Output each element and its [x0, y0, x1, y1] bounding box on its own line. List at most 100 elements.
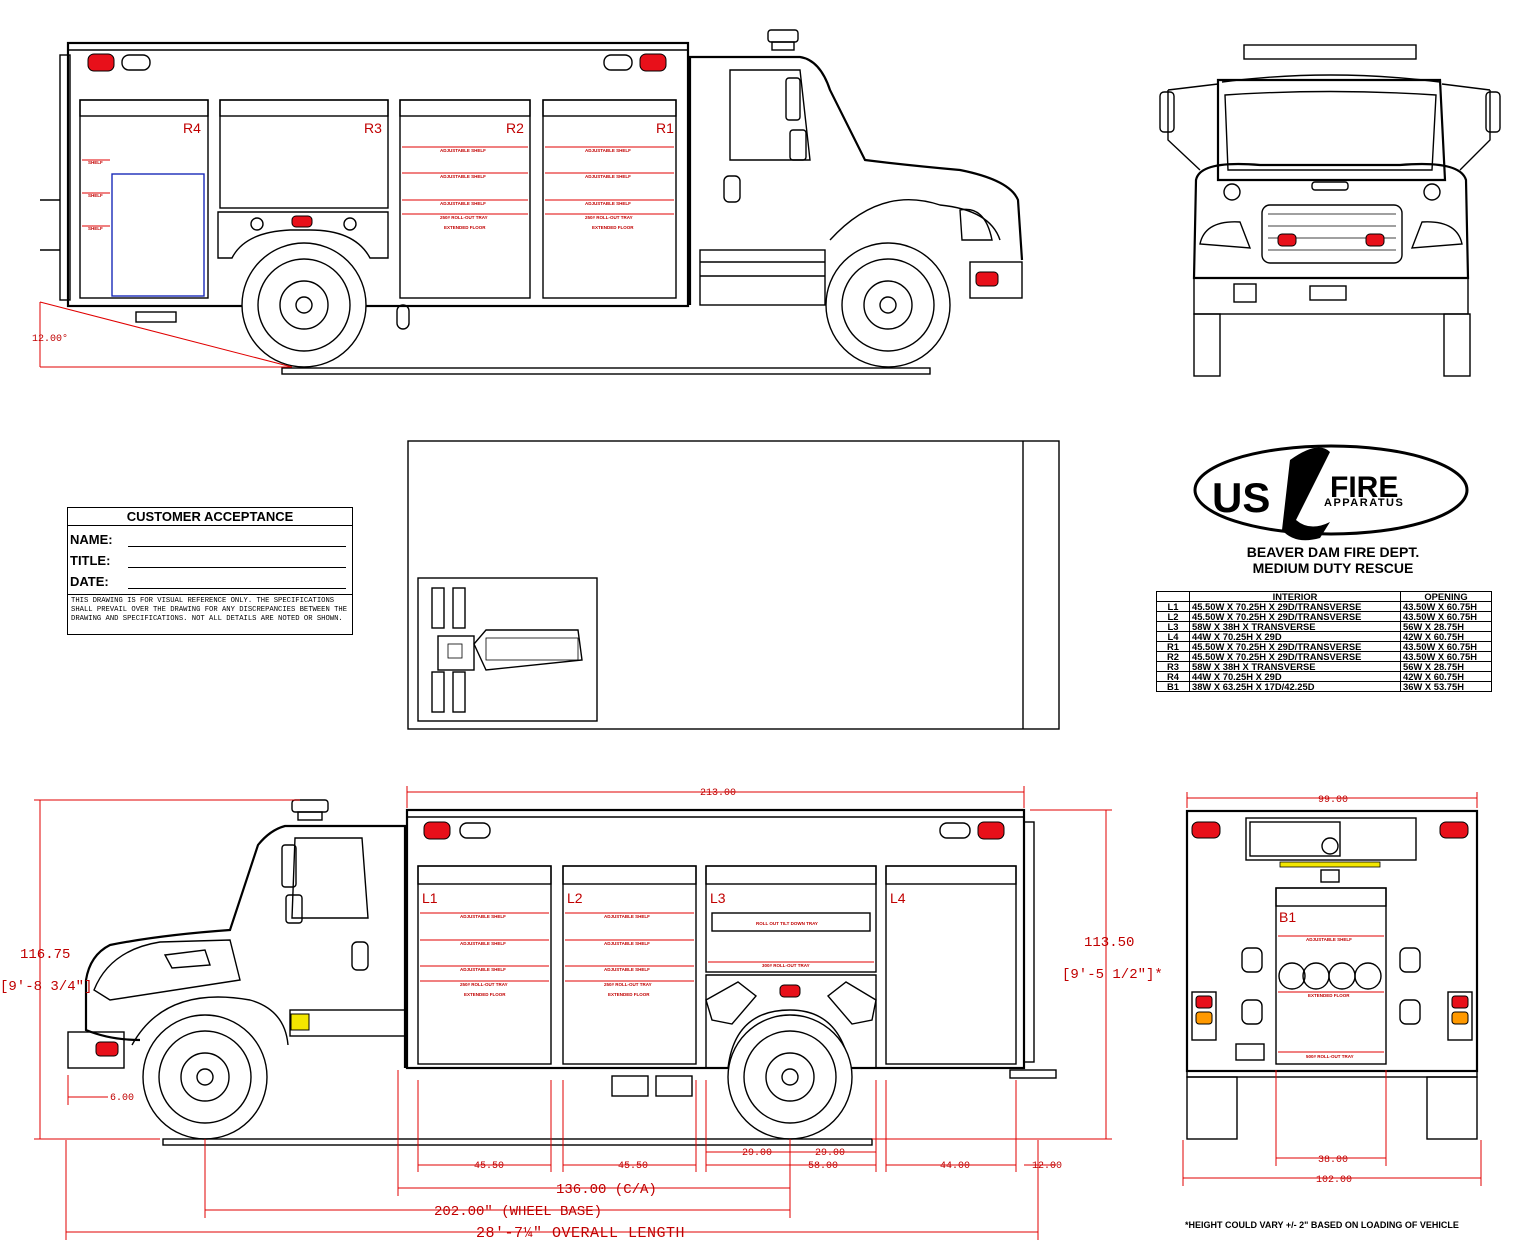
svg-text:SHELF: SHELF: [88, 226, 103, 231]
svg-text:250# ROLL-OUT TRAY: 250# ROLL-OUT TRAY: [440, 215, 488, 220]
cell-code: R1: [1156, 641, 1190, 652]
name-field[interactable]: NAME:: [68, 526, 352, 547]
dept-name: BEAVER DAM FIRE DEPT.: [1246, 544, 1420, 560]
svg-text:ADJUSTABLE SHELF: ADJUSTABLE SHELF: [440, 174, 486, 179]
title-field[interactable]: TITLE:: [68, 547, 352, 568]
dim-body-length: 213.00: [700, 788, 736, 799]
dim-ca: 136.00 (C/A): [556, 1182, 657, 1198]
dim-l1: 45.50: [474, 1161, 504, 1172]
svg-text:ADJUSTABLE SHELF: ADJUSTABLE SHELF: [604, 941, 650, 946]
cell-code: L3: [1156, 621, 1190, 632]
svg-text:ADJUSTABLE SHELF: ADJUSTABLE SHELF: [440, 148, 486, 153]
header-interior: INTERIOR: [1189, 591, 1401, 602]
dim-l2: 45.50: [618, 1161, 648, 1172]
dim-overall-length: 28'-7¼" OVERALL LENGTH: [476, 1225, 685, 1242]
departure-angle: 12.00°: [32, 333, 68, 345]
svg-text:SHELF: SHELF: [88, 193, 103, 198]
svg-text:SHELF: SHELF: [88, 160, 103, 165]
top-view: [407, 440, 1060, 730]
dim-height-left: 116.75: [20, 947, 70, 963]
dim-l3a: 29.00: [742, 1148, 772, 1159]
svg-text:APPARATUS: APPARATUS: [1324, 497, 1404, 509]
left-side-view: L1 L2 L3 L4 ADJUSTABLE SHELF ADJUSTABLE …: [0, 786, 1163, 1242]
svg-text:EXTENDED FLOOR: EXTENDED FLOOR: [608, 992, 650, 997]
dim-rear-width-top: 99.00: [1318, 795, 1348, 806]
cell-interior: 44W X 70.25H X 29D: [1189, 631, 1401, 642]
cell-code: L4: [1156, 631, 1190, 642]
cell-opening: 36W X 53.75H: [1400, 681, 1492, 692]
cell-opening: 43.50W X 60.75H: [1400, 601, 1492, 612]
cell-opening: 56W X 28.75H: [1400, 661, 1492, 672]
svg-text:250# ROLL-OUT TRAY: 250# ROLL-OUT TRAY: [604, 982, 652, 987]
cell-opening: 42W X 60.75H: [1400, 671, 1492, 682]
cell-interior: 38W X 63.25H X 17D/42.25D: [1189, 681, 1401, 692]
cell-opening: 43.50W X 60.75H: [1400, 651, 1492, 662]
customer-acceptance-box: CUSTOMER ACCEPTANCE NAME: TITLE: DATE: T…: [67, 507, 353, 635]
cell-opening: 43.50W X 60.75H: [1400, 641, 1492, 652]
department-title: BEAVER DAM FIRE DEPT. MEDIUM DUTY RESCUE: [1160, 544, 1506, 576]
dim-rear-ext: 12.00: [1032, 1161, 1062, 1172]
cell-interior: 45.50W X 70.25H X 29D/TRANSVERSE: [1189, 611, 1401, 622]
cell-interior: 58W X 38H X TRANSVERSE: [1189, 661, 1401, 672]
dim-rear-opening: 38.00: [1318, 1155, 1348, 1166]
cell-opening: 56W X 28.75H: [1400, 621, 1492, 632]
cell-interior: 45.50W X 70.25H X 29D/TRANSVERSE: [1189, 641, 1401, 652]
cell-interior: 45.50W X 70.25H X 29D/TRANSVERSE: [1189, 651, 1401, 662]
height-footnote: *HEIGHT COULD VARY +/- 2" BASED ON LOADI…: [1185, 1220, 1459, 1230]
svg-text:250# ROLL-OUT TRAY: 250# ROLL-OUT TRAY: [585, 215, 633, 220]
disclaimer-note: THIS DRAWING IS FOR VISUAL REFERENCE ONL…: [68, 594, 352, 626]
dim-l4: 44.00: [940, 1161, 970, 1172]
l1-label: L1: [422, 890, 438, 906]
cell-opening: 43.50W X 60.75H: [1400, 611, 1492, 622]
dim-height-left-ft: [9'-8 3/4"]: [0, 979, 92, 995]
l2-label: L2: [567, 890, 583, 906]
cell-code: R2: [1156, 651, 1190, 662]
right-side-view: R4 R3 R2 R1 ADJUSTABLE SHELF ADJUSTABLE …: [32, 29, 1024, 375]
cell-interior: 58W X 38H X TRANSVERSE: [1189, 621, 1401, 632]
dim-height-right: 113.50: [1084, 935, 1134, 951]
svg-text:ROLL OUT TILT DOWN TRAY: ROLL OUT TILT DOWN TRAY: [756, 921, 818, 926]
cell-code: B1: [1156, 681, 1190, 692]
date-field[interactable]: DATE:: [68, 568, 352, 589]
b1-label: B1: [1279, 909, 1296, 925]
dim-l3c: 58.00: [808, 1161, 838, 1172]
dim-l3b: 29.00: [815, 1148, 845, 1159]
cell-code: L1: [1156, 601, 1190, 612]
cell-interior: 45.50W X 70.25H X 29D/TRANSVERSE: [1189, 601, 1401, 612]
svg-text:ADJUSTABLE SHELF: ADJUSTABLE SHELF: [604, 914, 650, 919]
svg-text:300# ROLL-OUT TRAY: 300# ROLL-OUT TRAY: [762, 963, 810, 968]
svg-text:EXTENDED FLOOR: EXTENDED FLOOR: [464, 992, 506, 997]
r3-label: R3: [364, 120, 382, 136]
svg-text:EXTENDED FLOOR: EXTENDED FLOOR: [1308, 993, 1350, 998]
svg-text:500# ROLL-OUT TRAY: 500# ROLL-OUT TRAY: [1306, 1054, 1354, 1059]
svg-text:ADJUSTABLE SHELF: ADJUSTABLE SHELF: [460, 914, 506, 919]
svg-text:US: US: [1212, 474, 1270, 521]
svg-text:ADJUSTABLE SHELF: ADJUSTABLE SHELF: [604, 967, 650, 972]
cell-interior: 44W X 70.25H X 29D: [1189, 671, 1401, 682]
svg-text:FIRE: FIRE: [1330, 471, 1398, 504]
svg-text:ADJUSTABLE SHELF: ADJUSTABLE SHELF: [585, 201, 631, 206]
svg-text:ADJUSTABLE SHELF: ADJUSTABLE SHELF: [440, 201, 486, 206]
svg-text:EXTENDED FLOOR: EXTENDED FLOOR: [592, 225, 634, 230]
l3-label: L3: [710, 890, 726, 906]
svg-text:ADJUSTABLE SHELF: ADJUSTABLE SHELF: [460, 967, 506, 972]
rear-view: B1 ADJUSTABLE SHELF EXTENDED FLOOR 500# …: [1182, 792, 1482, 1186]
dim-front-ext: 6.00: [110, 1093, 134, 1104]
svg-text:ADJUSTABLE SHELF: ADJUSTABLE SHELF: [1306, 937, 1352, 942]
cell-code: R3: [1156, 661, 1190, 672]
cell-code: R4: [1156, 671, 1190, 682]
front-view: [1159, 44, 1501, 377]
acceptance-title: CUSTOMER ACCEPTANCE: [68, 508, 352, 526]
table-header: INTERIOR OPENING: [1156, 591, 1492, 602]
